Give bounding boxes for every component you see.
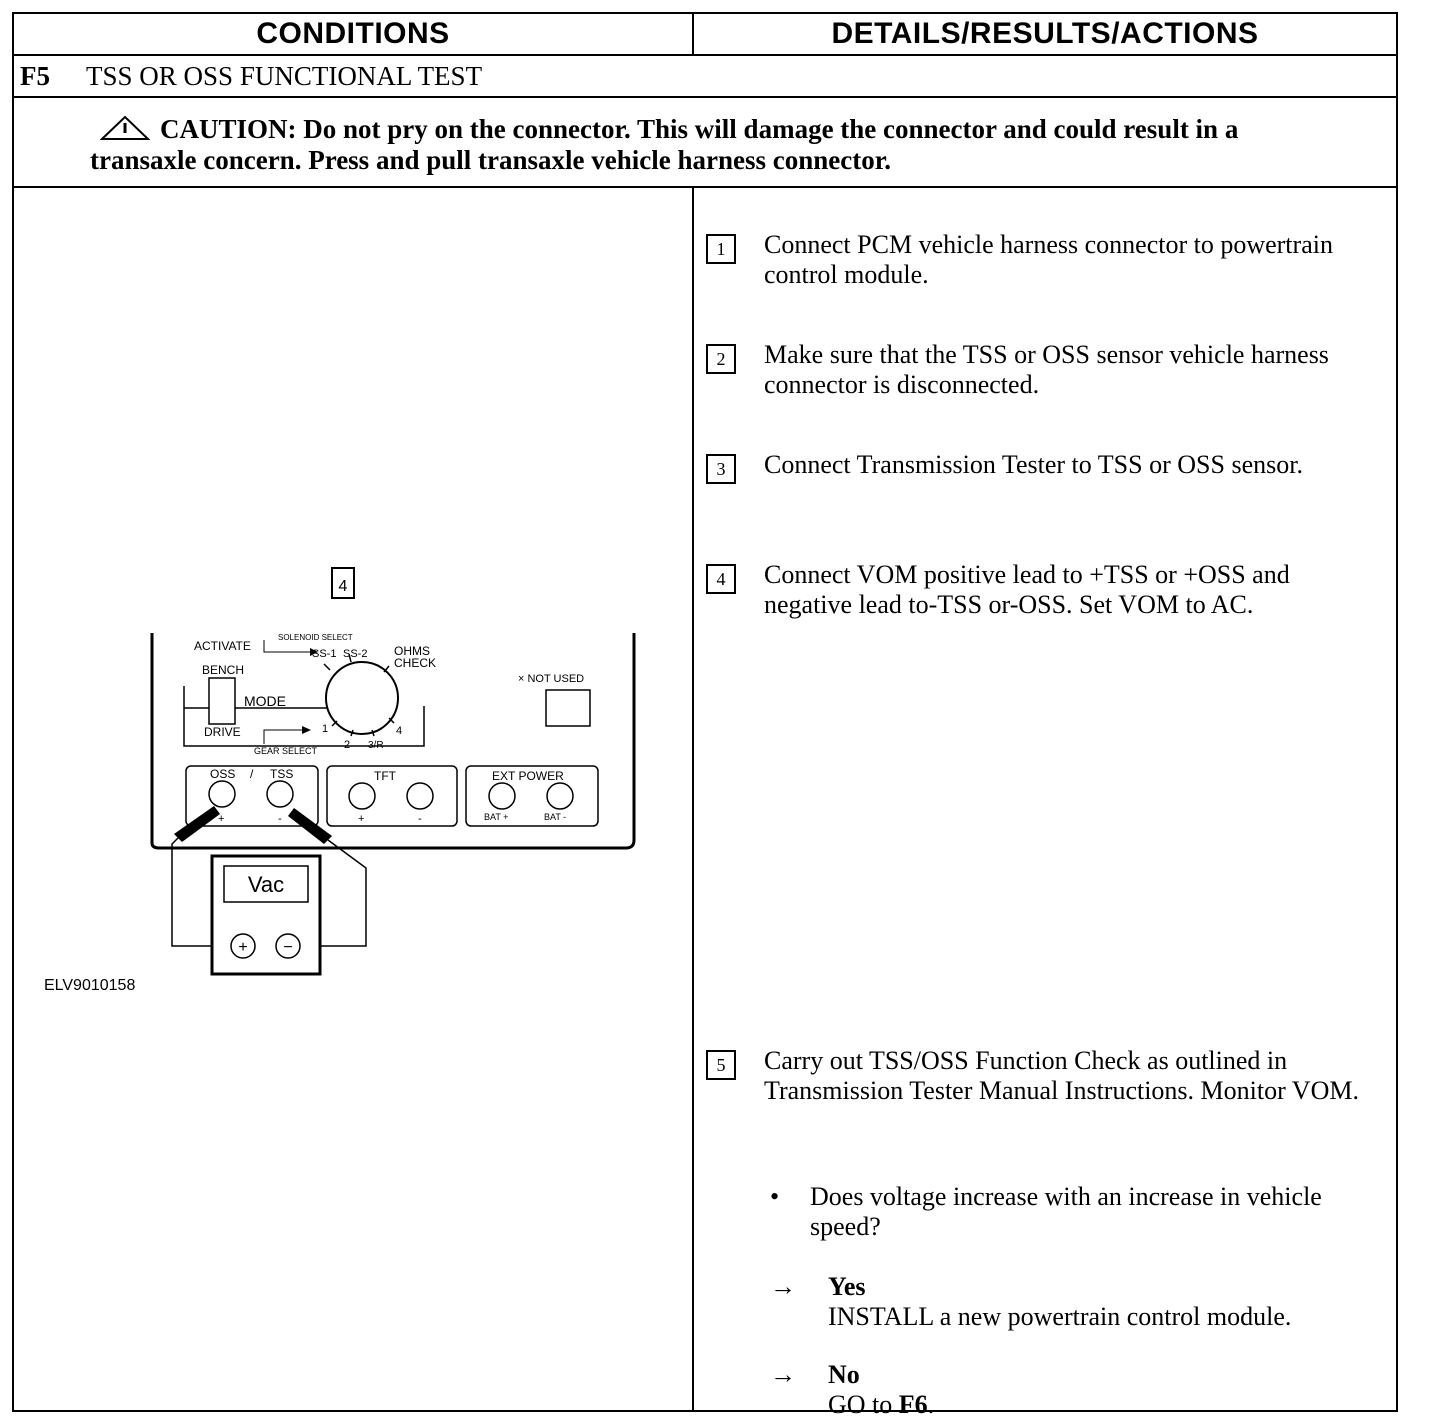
test-id: F5	[20, 60, 50, 91]
positive-terminal	[208, 780, 236, 808]
gear-1-label: 1	[322, 723, 328, 735]
activate-label: ACTIVATE	[194, 639, 251, 653]
ohms-label: OHMS	[394, 644, 430, 658]
tft-panel	[326, 765, 458, 827]
step-3-number: 3	[706, 454, 736, 484]
bench-label: BENCH	[202, 663, 244, 677]
action-no-suffix: .	[927, 1390, 935, 1419]
drive-label: DRIVE	[204, 725, 241, 739]
arrow-right-icon: →	[770, 1272, 796, 1301]
meter-positive-jack	[230, 933, 256, 959]
mode-label: MODE	[244, 693, 286, 709]
oss-tss-minus: -	[278, 813, 282, 825]
tft-minus: -	[418, 813, 422, 825]
meter-display	[223, 865, 309, 903]
bullet-icon: •	[770, 1182, 780, 1211]
caution-label: CAUTION:	[160, 114, 297, 144]
ext-power-panel	[465, 765, 599, 827]
oss-label: OSS	[210, 767, 235, 781]
test-title: TSS OR OSS FUNCTIONAL TEST	[86, 60, 483, 91]
answer-yes: Yes	[828, 1272, 866, 1301]
step-5-text: Carry out TSS/OSS Function Check as outl…	[764, 1046, 1359, 1105]
step-2-number: 2	[706, 344, 736, 374]
tft-plus: +	[358, 813, 364, 825]
action-yes: INSTALL a new powertrain control module.	[828, 1302, 1292, 1331]
gear-2-label: 2	[344, 739, 350, 751]
gear-4-label: 4	[396, 725, 402, 737]
answer-no: No	[828, 1360, 860, 1389]
bat-plus-label: BAT +	[484, 812, 508, 822]
warning-triangle-icon	[100, 115, 150, 140]
negative-terminal	[266, 780, 294, 808]
result-yes: → Yes INSTALL a new powertrain control m…	[770, 1272, 1370, 1332]
action-no-prefix: GO to	[828, 1390, 899, 1419]
step-5: 5 Carry out TSS/OSS Function Check as ou…	[706, 1046, 1386, 1106]
oss-tss-panel	[185, 765, 319, 827]
slash-label: /	[250, 767, 254, 781]
details-column: 1 Connect PCM vehicle harness connector …	[694, 188, 1396, 1419]
meter-reading: Vac	[248, 872, 284, 897]
bat-minus-label: BAT -	[544, 812, 566, 822]
not-used-button	[545, 689, 591, 727]
selector-dial	[325, 661, 399, 735]
tss-label: TSS	[270, 767, 293, 781]
step-2: 2 Make sure that the TSS or OSS sensor v…	[706, 340, 1386, 400]
step-4-text: Connect VOM positive lead to +TSS or +OS…	[764, 560, 1290, 619]
step-4: 4 Connect VOM positive lead to +TSS or +…	[706, 560, 1386, 620]
step-2-text: Make sure that the TSS or OSS sensor veh…	[764, 340, 1329, 399]
procedure-page: CONDITIONS DETAILS/RESULTS/ACTIONS F5 TS…	[12, 12, 1398, 1419]
caution-box: CAUTION: Do not pry on the connector. Th…	[14, 98, 1396, 188]
conditions-header: CONDITIONS	[14, 14, 694, 56]
negative-probe	[288, 808, 332, 844]
question: • Does voltage increase with an increase…	[770, 1182, 1370, 1242]
arrow-right-icon: →	[770, 1360, 796, 1389]
gear-3r-label: 3/R	[368, 740, 384, 751]
solenoid-select-label: SOLENOID SELECT	[278, 633, 353, 642]
tft-label: TFT	[374, 769, 397, 783]
meter-minus: −	[283, 939, 292, 956]
caution-text-2: transaxle concern. Press and pull transa…	[90, 145, 891, 175]
result-no: → No GO to F6.	[770, 1360, 1370, 1420]
step-1-number: 1	[706, 234, 736, 264]
step-3: 3 Connect Transmission Tester to TSS or …	[706, 450, 1386, 484]
step-4-number: 4	[706, 564, 736, 594]
ss1-label: SS-1	[312, 648, 336, 660]
diagram-step-callout: 4	[339, 578, 348, 595]
meter-plus: +	[238, 939, 247, 956]
mode-switch	[208, 677, 236, 725]
question-text: Does voltage increase with an increase i…	[810, 1182, 1322, 1241]
ss2-label: SS-2	[343, 648, 367, 660]
step-3-text: Connect Transmission Tester to TSS or OS…	[764, 450, 1303, 479]
step-1: 1 Connect PCM vehicle harness connector …	[706, 230, 1386, 290]
oss-tss-plus: +	[218, 813, 224, 825]
check-label: CHECK	[394, 656, 436, 670]
transmission-tester-diagram: 4 ACTIVATE SOLENOID SELECT SS-1 SS-2 OHM…	[44, 567, 636, 994]
step-5-number: 5	[706, 1050, 736, 1080]
test-title-row: F5 TSS OR OSS FUNCTIONAL TEST	[14, 56, 1396, 98]
details-header: DETAILS/RESULTS/ACTIONS	[694, 14, 1396, 56]
goto-link-f6[interactable]: F6	[898, 1390, 928, 1419]
action-no: GO to F6.	[828, 1390, 1370, 1420]
caution-text-1: Do not pry on the connector. This will d…	[303, 114, 1239, 144]
gear-select-label: GEAR SELECT	[254, 746, 318, 756]
ext-power-label: EXT POWER	[492, 769, 564, 783]
not-used-label: × NOT USED	[518, 673, 584, 685]
step-1-text: Connect PCM vehicle harness connector to…	[764, 230, 1333, 289]
figure-id: ELV9010158	[44, 977, 135, 994]
positive-probe	[174, 806, 220, 842]
meter-negative-jack	[275, 933, 301, 959]
conditions-column: 4 ACTIVATE SOLENOID SELECT SS-1 SS-2 OHM…	[14, 188, 694, 1410]
